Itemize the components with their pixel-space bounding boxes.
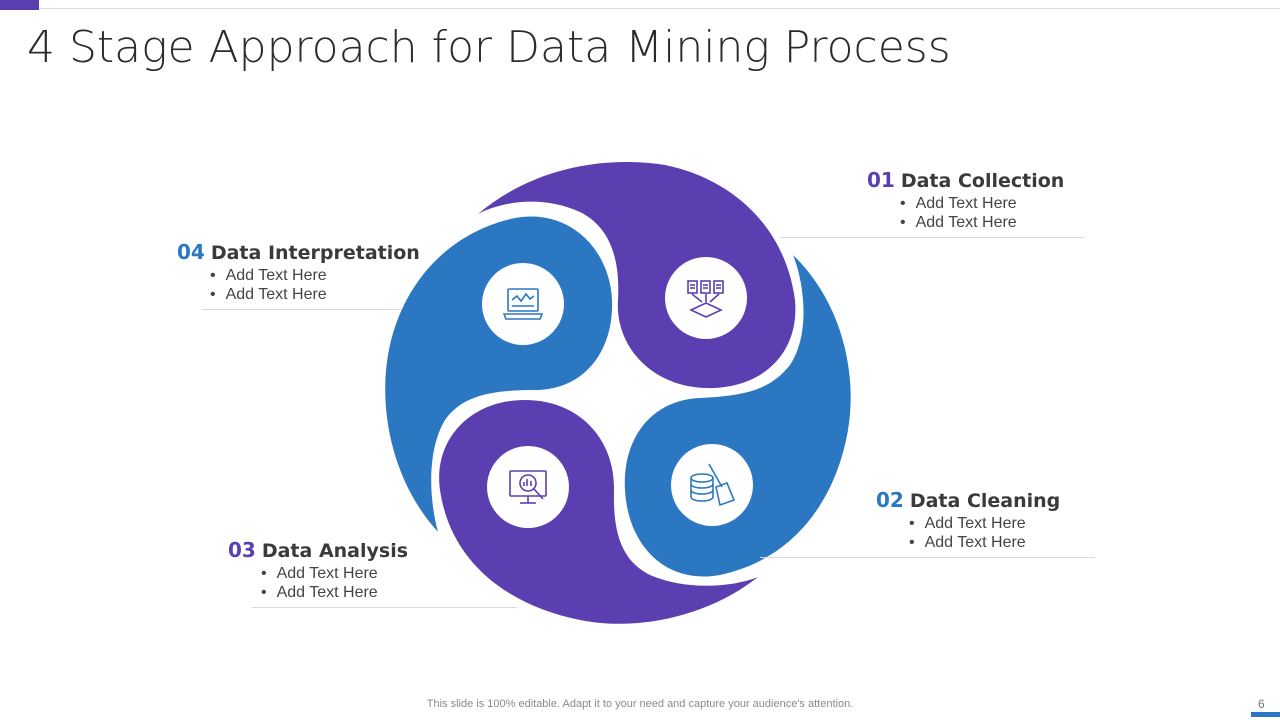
- monitor-magnifier-icon: [509, 470, 547, 504]
- stage-bullet-list: Add Text Here Add Text Here: [177, 266, 420, 304]
- stage-bullet-list: Add Text Here Add Text Here: [876, 514, 1060, 552]
- stage-separator: [760, 557, 1095, 558]
- stage-separator: [252, 607, 517, 608]
- stage-separator: [202, 309, 402, 310]
- top-accent-bar: [0, 0, 39, 10]
- top-divider: [39, 8, 1280, 9]
- stage-number: 04: [177, 240, 205, 264]
- page-title: 4 Stage Approach for Data Mining Process: [27, 22, 951, 73]
- stage-separator: [780, 237, 1085, 238]
- stage-bullet: Add Text Here: [909, 533, 1060, 552]
- stage-bullet: Add Text Here: [261, 564, 408, 583]
- stage-bullet: Add Text Here: [909, 514, 1060, 533]
- stage-label: Data Collection: [900, 170, 1065, 192]
- page-number-bar: [1251, 712, 1280, 717]
- stage-number: 02: [876, 488, 904, 512]
- stage-number: 03: [228, 538, 256, 562]
- stage-bullet-list: Add Text Here Add Text Here: [867, 194, 1064, 232]
- stage-bullet: Add Text Here: [210, 266, 420, 285]
- laptop-chart-icon: [502, 288, 544, 320]
- stage-bullet: Add Text Here: [261, 583, 408, 602]
- stage-label: Data Cleaning: [909, 490, 1061, 512]
- stage-bullet: Add Text Here: [900, 213, 1064, 232]
- icon-circle-analysis: [487, 446, 569, 528]
- database-broom-icon: [690, 463, 736, 507]
- stage-label: Data Interpretation: [210, 242, 420, 264]
- stage-label: Data Analysis: [261, 540, 409, 562]
- stage-bullet-list: Add Text Here Add Text Here: [228, 564, 408, 602]
- stage-bullet: Add Text Here: [210, 285, 420, 304]
- icon-circle-interpretation: [482, 263, 564, 345]
- stage-bullet: Add Text Here: [900, 194, 1064, 213]
- stage-number: 01: [867, 168, 895, 192]
- page-number: 6: [1258, 697, 1265, 711]
- database-servers-icon: [687, 280, 724, 318]
- footer-note: This slide is 100% editable. Adapt it to…: [426, 698, 854, 710]
